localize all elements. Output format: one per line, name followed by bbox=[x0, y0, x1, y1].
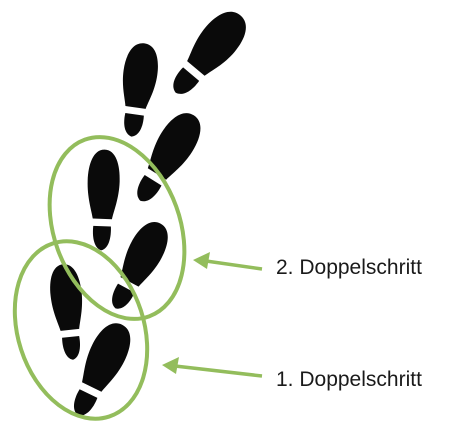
footprints bbox=[47, 3, 255, 424]
arrow-double-step-2 bbox=[193, 252, 263, 271]
arrow-left-icon bbox=[193, 252, 210, 269]
arrow-left-icon bbox=[162, 357, 179, 374]
shoe-print-icon bbox=[114, 41, 162, 139]
shoe-print-icon bbox=[161, 3, 255, 105]
shoe-print-icon bbox=[47, 262, 89, 362]
arrow-double-step-1 bbox=[162, 357, 263, 378]
ring-double-step-2 bbox=[47, 135, 187, 321]
label-double-step-1: 1. Doppelschritt bbox=[276, 368, 422, 391]
shoe-print-icon bbox=[85, 149, 121, 251]
ring-double-step-1 bbox=[12, 239, 150, 421]
label-double-step-2: 2. Doppelschritt bbox=[276, 256, 422, 279]
step-rings bbox=[12, 135, 187, 421]
